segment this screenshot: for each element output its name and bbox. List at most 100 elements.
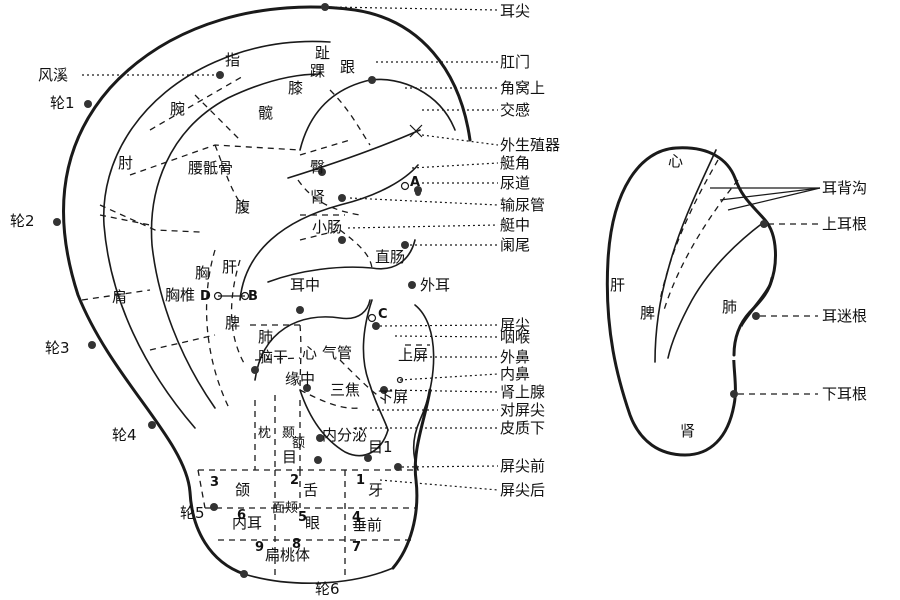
zone-number: 9 xyxy=(255,540,264,555)
tragus-outline xyxy=(412,304,435,471)
intertragic-notch xyxy=(362,299,389,431)
point-dot xyxy=(394,463,402,471)
antihelix-ridge xyxy=(150,73,321,409)
point-label: 膝 xyxy=(288,79,303,97)
zone-number: 6 xyxy=(237,508,246,523)
point-label: 外生殖器 xyxy=(500,136,560,154)
cross-mark xyxy=(409,124,423,138)
point-dot xyxy=(316,434,324,442)
point-dot xyxy=(400,181,410,191)
point-label: 上屏 xyxy=(398,346,428,364)
point-label: 外耳 xyxy=(420,276,450,294)
front-labels: 指 趾 踝 跟 膝 腕 髋 肘 腰骶骨 臀 肾 腹 小肠 肝 胸 胸椎 直肠 耳… xyxy=(112,44,450,564)
point-label: 屏尖 xyxy=(500,316,530,334)
point-label: 屏尖后 xyxy=(500,481,545,499)
point-label: 趾 xyxy=(315,44,330,62)
point-label: 内分泌 xyxy=(322,426,367,444)
point-label: 肘 xyxy=(118,154,133,172)
point-label: 目1 xyxy=(368,438,393,456)
point-dot xyxy=(401,241,409,249)
point-label: 轮6 xyxy=(315,580,340,598)
back-ear-outline xyxy=(605,146,777,457)
point-dot xyxy=(364,454,372,462)
point-label: 小肠 xyxy=(312,218,342,236)
point-dot xyxy=(368,76,376,84)
left-labels: 风溪 轮1 轮2 轮3 轮4 轮5 轮6 xyxy=(10,66,340,598)
point-label: 轮3 xyxy=(45,339,70,357)
point-label: 耳背沟 xyxy=(822,179,867,197)
point-label: 交感 xyxy=(500,101,530,119)
point-label: 耳迷根 xyxy=(822,307,867,325)
upper-crus xyxy=(299,78,456,151)
point-label: 下屏 xyxy=(378,388,408,406)
point-dot xyxy=(314,456,322,464)
scaphoid-ridge xyxy=(102,40,331,429)
point-label: 肛门 xyxy=(500,53,530,71)
point-label: 轮2 xyxy=(10,212,35,230)
concha-lower xyxy=(254,299,371,381)
letter-markers: A B C D xyxy=(200,175,420,322)
point-label: 颞 xyxy=(282,426,295,441)
point-label: 心 xyxy=(302,344,317,362)
point-label: 内耳 xyxy=(232,514,262,532)
point-label: 腰骶骨 xyxy=(188,159,233,177)
point-dot xyxy=(303,384,311,392)
point-label: 阑尾 xyxy=(500,236,530,254)
lobe-numbers: 1 2 3 4 5 6 7 8 9 xyxy=(210,473,365,555)
point-dot xyxy=(338,194,346,202)
point-label: 肩 xyxy=(112,288,127,306)
point-label: 耳尖 xyxy=(500,2,530,20)
point-dot xyxy=(408,281,416,289)
point-label: 腹 xyxy=(235,198,250,216)
point-label: 肾 xyxy=(310,188,325,206)
lobe-outline xyxy=(391,388,432,570)
point-label: 肝 xyxy=(222,258,237,276)
point-dot xyxy=(321,3,329,11)
point-label: 肾 xyxy=(680,422,695,440)
back-ear: 心 肝 脾 肺 肾 耳背沟 上耳根 耳迷根 下耳根 xyxy=(605,146,867,457)
point-dot xyxy=(367,313,377,323)
back-ear-ridge-4 xyxy=(659,159,719,301)
letter-marker: D xyxy=(200,289,211,304)
point-label: 输尿管 xyxy=(500,196,545,214)
point-label: 皮质下 xyxy=(500,419,545,437)
letter-marker: B xyxy=(248,289,258,304)
point-label: 枕 xyxy=(258,426,271,441)
point-label: 髋 xyxy=(258,104,273,122)
point-label: 内鼻 xyxy=(500,365,530,383)
point-label: 脾 xyxy=(225,314,240,332)
zone-number: 2 xyxy=(290,473,299,488)
point-label: 垂前 xyxy=(352,516,382,534)
point-label: 指 xyxy=(225,51,240,69)
point-dot xyxy=(415,190,421,196)
point-label: 风溪 xyxy=(38,66,68,84)
point-label: 肺 xyxy=(722,298,737,316)
front-leaders xyxy=(82,6,499,491)
point-label: 外鼻 xyxy=(500,348,530,366)
back-ear-ridge-3 xyxy=(663,179,739,311)
back-ear-cut xyxy=(728,300,742,360)
antitragus-ridge xyxy=(299,389,389,457)
point-label: 轮5 xyxy=(180,504,205,522)
helix-outline xyxy=(62,5,472,576)
point-label: 腕 xyxy=(170,100,185,118)
point-label: 咽喉 xyxy=(500,328,530,346)
point-label: 屏尖前 xyxy=(500,457,545,475)
lower-crus xyxy=(287,129,421,179)
point-dot xyxy=(84,100,92,108)
zone-number: 3 xyxy=(210,475,219,490)
point-dot xyxy=(338,236,346,244)
letter-marker: C xyxy=(378,307,388,322)
point-label: 臀 xyxy=(310,158,325,176)
point-label: 舌 xyxy=(303,481,318,499)
point-dot xyxy=(380,386,388,394)
point-label: 踝 xyxy=(310,62,325,80)
zone-number: 1 xyxy=(356,473,365,488)
point-label: 颌 xyxy=(235,481,250,499)
point-label: 肾上腺 xyxy=(500,383,545,401)
right-labels: 耳尖 肛门 角窝上 交感 外生殖器 艇角 尿道 输尿管 艇中 阑尾 屏尖 咽喉 … xyxy=(500,2,560,499)
point-label: 直肠 xyxy=(375,248,405,266)
point-label: 三焦 xyxy=(330,381,360,399)
point-label: 胸 xyxy=(195,264,210,282)
zone-number: 8 xyxy=(292,537,301,552)
